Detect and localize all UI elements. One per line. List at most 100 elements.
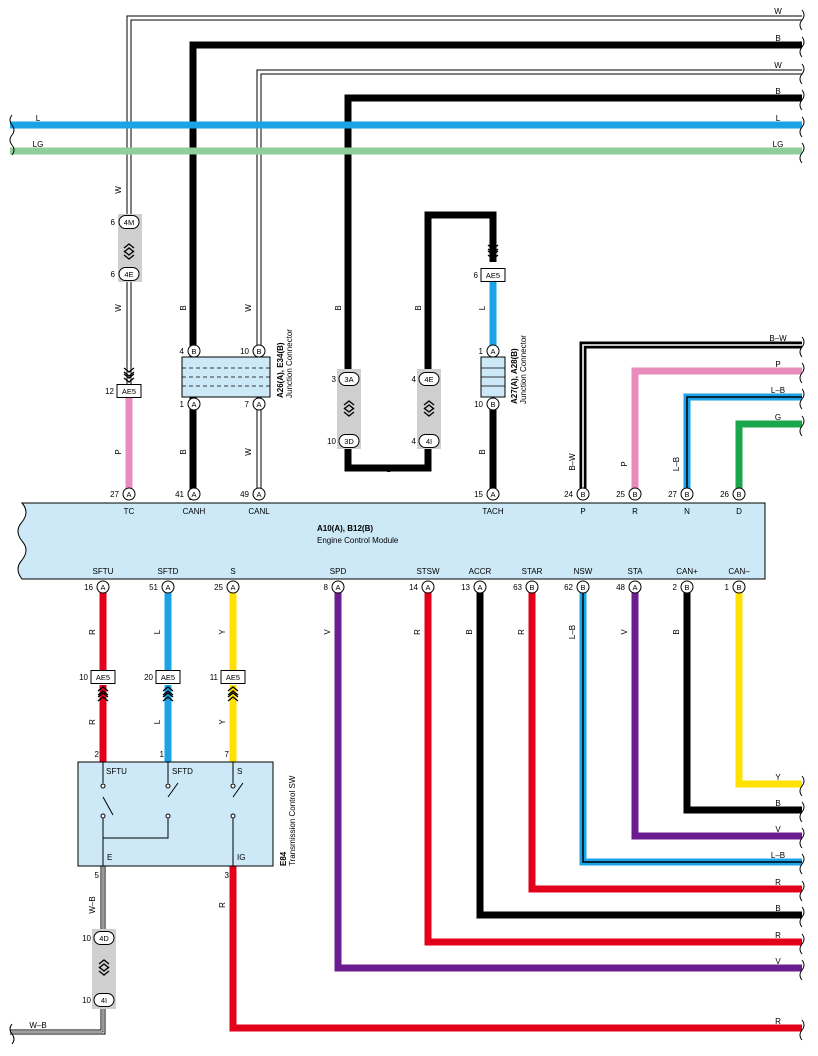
chevron-up-icon [162, 686, 174, 696]
junction-1-title: A26(A), E34(B) [276, 342, 285, 398]
connector-4i [418, 434, 440, 448]
ecm-top-pin [628, 487, 642, 501]
wire-color-label: Y [218, 719, 227, 725]
pin-number: 12 [105, 387, 114, 396]
wire-r-ig [229, 866, 802, 1032]
switch-title: E84 [279, 851, 288, 866]
pin-letter: B [736, 490, 741, 499]
pin-number: 1 [725, 583, 730, 592]
ecm-signal-label: CANL [248, 507, 270, 516]
wire-color-label: V [620, 629, 629, 635]
connector-id: 4E [124, 270, 133, 279]
chevron-up-icon [162, 692, 174, 702]
connector-id: 4D [99, 934, 109, 943]
pin-number: 25 [214, 583, 223, 592]
ecm-signal-label: STAR [522, 567, 543, 576]
pin-number: 15 [474, 490, 483, 499]
break-marks [9, 9, 805, 1045]
pin-letter: B [580, 583, 585, 592]
pin-number: 3 [332, 375, 337, 384]
wire-color-label: W–B [88, 896, 97, 913]
pin-letter: A [126, 490, 131, 499]
wire-color-label: P [114, 449, 123, 454]
pin-number: 1 [180, 400, 185, 409]
ecm-bottom-pin [226, 580, 240, 594]
wire-b-can [683, 592, 802, 814]
wire-color-label: R [517, 629, 526, 635]
chevron-down-icon [123, 367, 135, 377]
pin-number: 27 [110, 490, 119, 499]
pin-number: 27 [668, 490, 677, 499]
wire-b-tach-loop [344, 94, 802, 472]
wire-color-label: B [179, 449, 188, 454]
ecm-top-pin [486, 487, 500, 501]
pin-circle [486, 344, 500, 358]
connector-4i-b [93, 993, 115, 1007]
ecm-bottom-pin [96, 580, 110, 594]
ecm-signal-label: SFTU [93, 567, 114, 576]
ecm-signal-label: SPD [330, 567, 347, 576]
pin-letter: A [191, 490, 196, 499]
ecm-top-pin [187, 487, 201, 501]
wire-end-label: R [775, 931, 781, 940]
wire-end-label: B [775, 799, 780, 808]
wire-color-label: B [414, 305, 423, 310]
connector-ae5 [220, 670, 246, 684]
connector-3d [338, 434, 360, 448]
wire-end-label: L–B [771, 386, 785, 395]
wire-color-label: R [218, 902, 227, 908]
pin-number: 25 [616, 490, 625, 499]
pin-number: 1 [479, 347, 484, 356]
pin-number: 49 [240, 490, 249, 499]
wire-bw [579, 341, 802, 492]
ecm-bottom-pin [161, 580, 175, 594]
ecm-top-pin [576, 487, 590, 501]
wire-end-label: L [36, 114, 41, 123]
wire-end-label: L–B [771, 851, 785, 860]
wire-end-label: LG [773, 140, 784, 149]
pin-number: 10 [474, 400, 483, 409]
connector-marks [90, 215, 746, 1007]
pin-letter: A [477, 583, 482, 592]
pin-number: 6 [474, 271, 479, 280]
wire-v-spd [334, 592, 802, 972]
wire-end-label: W–B [29, 1021, 46, 1030]
wire-color-label: B–W [568, 453, 577, 471]
wire-lb-n [683, 393, 802, 492]
pin-letter: A [165, 583, 170, 592]
chevron-down-icon [487, 250, 499, 260]
pin-circle [252, 344, 266, 358]
wire-color-label: B [478, 449, 487, 454]
wire-color-label: R [88, 629, 97, 635]
chevron-up-icon [98, 959, 110, 969]
wire-color-label: L–B [568, 625, 577, 639]
connector-3a [338, 372, 360, 386]
connector-4m [118, 215, 140, 229]
connector-id: 4I [101, 996, 107, 1005]
pin-number: 8 [324, 583, 329, 592]
connector-id: 4E [424, 375, 433, 384]
pin-letter: A [425, 583, 430, 592]
connector-id: 3A [344, 375, 353, 384]
chevron-down-icon [423, 407, 435, 417]
wire-end-label: R [775, 1017, 781, 1026]
ecm-bottom-pin [576, 580, 590, 594]
connector-id: 4I [426, 437, 432, 446]
pin-letter: B [580, 490, 585, 499]
wire-color-label: W [114, 186, 123, 194]
pin-number: 10 [82, 934, 91, 943]
wire-color-label: W [114, 304, 123, 312]
wire-end-label: Y [775, 773, 781, 782]
wire-color-label: B [672, 629, 681, 634]
pin-number: 10 [327, 437, 336, 446]
wire-color-label: L [478, 305, 487, 310]
wire-end-label: P [775, 360, 780, 369]
pin-number: 13 [461, 583, 470, 592]
chevron-up-icon [343, 400, 355, 410]
ecm-title: A10(A), B12(B) [317, 524, 373, 533]
ecm-signal-label: STSW [416, 567, 440, 576]
wire-r-star [528, 592, 802, 893]
wire-color-label: B [334, 305, 343, 310]
wire-color-label: Y [218, 629, 227, 635]
pin-letter: A [230, 583, 235, 592]
